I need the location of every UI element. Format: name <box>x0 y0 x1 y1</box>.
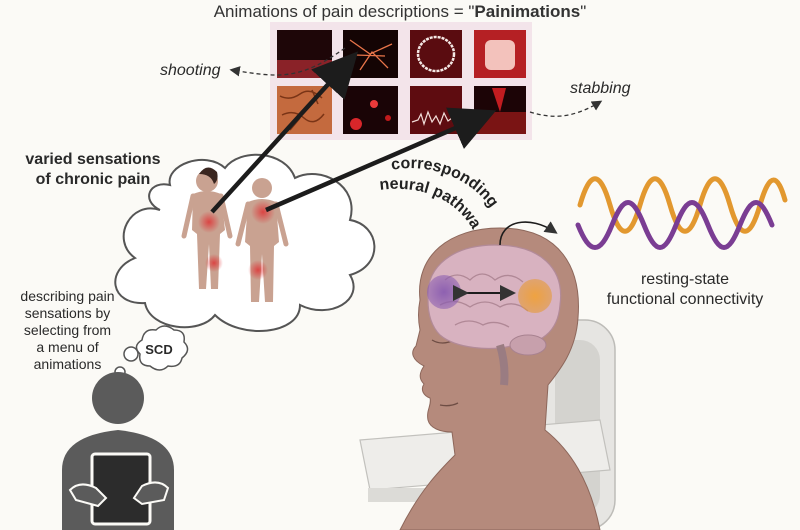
stabbing-tile-icon <box>474 86 526 134</box>
thought-bubble-medium <box>123 346 139 362</box>
ring-tile-icon <box>410 30 462 78</box>
purple-wave <box>575 200 775 250</box>
stabbing-label: stabbing <box>570 80 631 97</box>
resting-state-label: resting-state functional connectivity <box>606 271 764 308</box>
shooting-arrow <box>210 51 359 214</box>
scd-bubble <box>135 325 189 371</box>
varied-sensations-label: varied sensations of chronic pain <box>25 151 161 188</box>
glow-square-tile-icon <box>474 30 526 78</box>
shooting-tile-icon <box>277 30 332 78</box>
sparks-tile-icon <box>343 30 398 78</box>
shooting-label: shooting <box>160 62 221 79</box>
pain-spot <box>251 200 275 224</box>
pain-spot <box>198 211 220 233</box>
describing-pain-label: describing pain sensations by selecting … <box>20 288 115 372</box>
red-dots-tile-icon <box>343 86 398 134</box>
scd-label: SCD <box>145 342 173 357</box>
brain-region-orange <box>518 279 552 313</box>
diagram-title: Animations of pain descriptions = "Paini… <box>213 2 587 21</box>
brain-region-purple <box>427 275 461 309</box>
thought-cloud <box>114 153 376 332</box>
person-with-tablet-icon <box>62 372 174 530</box>
pain-spot <box>248 260 268 280</box>
orange-wave <box>577 176 788 234</box>
stabbing-arrow <box>265 107 497 213</box>
curved-arrow-to-waves <box>499 221 558 246</box>
pain-spot <box>205 254 223 272</box>
painimation-panel <box>270 22 532 140</box>
stabbing-dashed-arrow <box>529 100 603 117</box>
